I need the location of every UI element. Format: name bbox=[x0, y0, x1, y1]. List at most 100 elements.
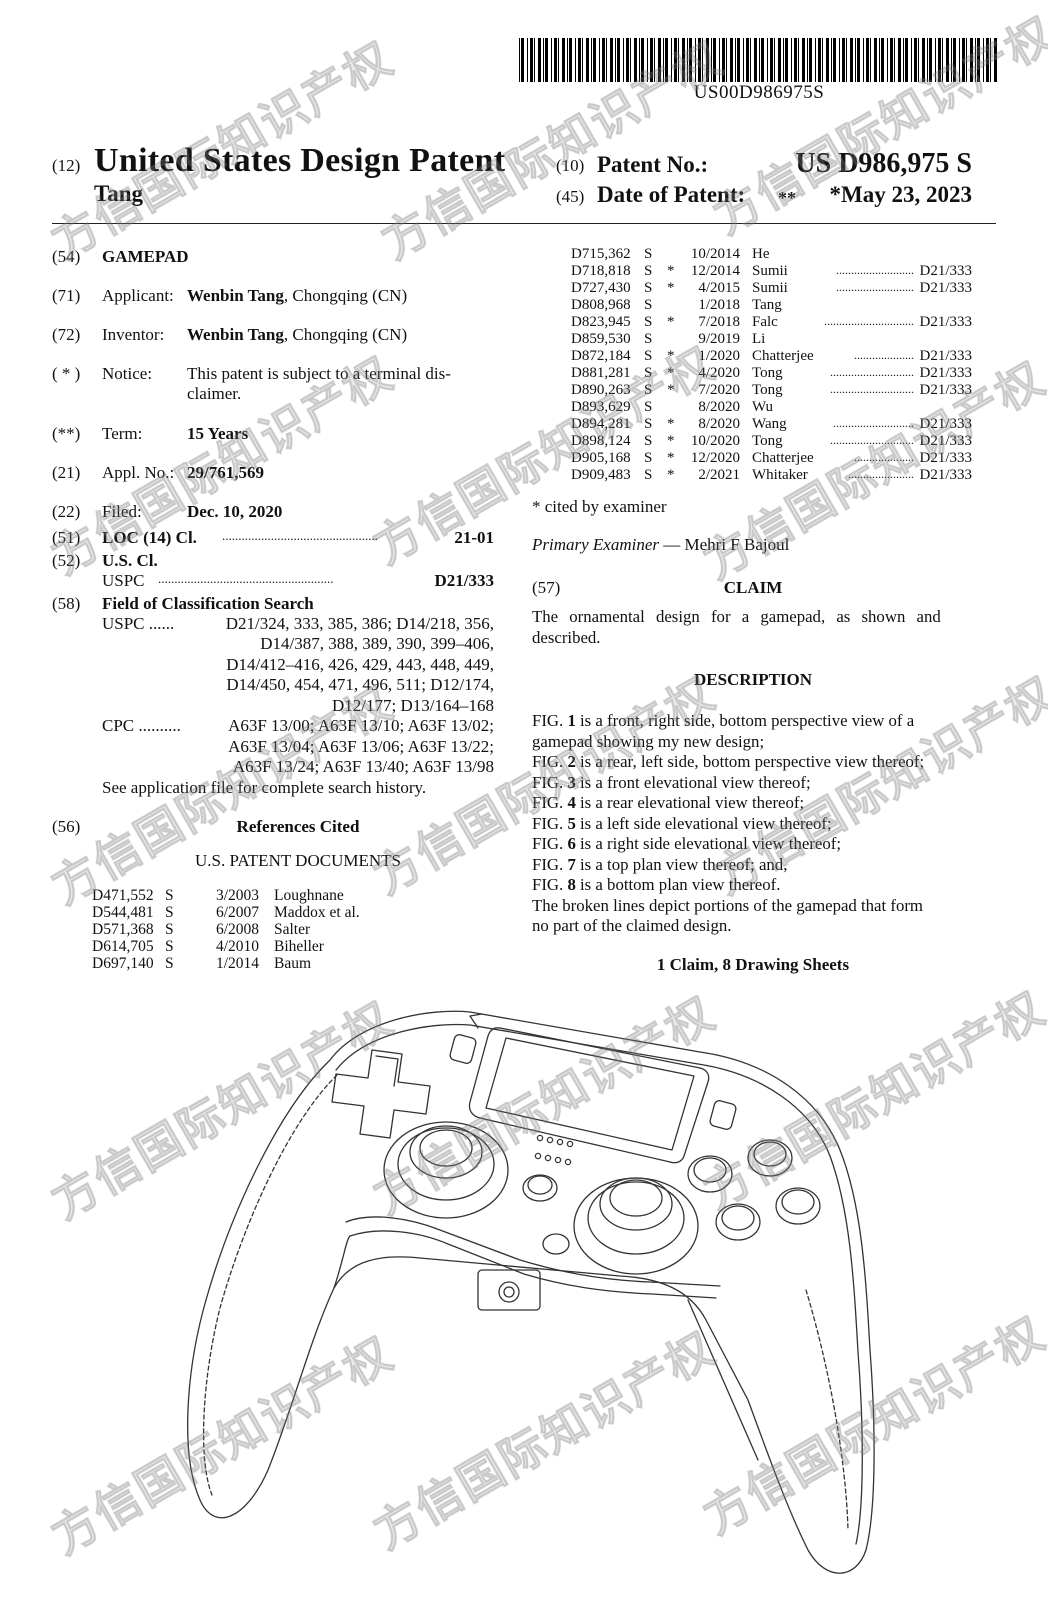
code-58: (58) bbox=[52, 594, 81, 613]
ref-kind: S bbox=[644, 314, 653, 330]
fig-text: no part of the claimed design. bbox=[532, 916, 732, 935]
code-71: (71) bbox=[52, 286, 81, 305]
code-52: (52) bbox=[52, 551, 81, 570]
barcode-bar bbox=[730, 38, 733, 82]
barcode-bar bbox=[815, 38, 816, 82]
ref-class: D21/333 bbox=[919, 382, 973, 398]
ref-leader: .................... bbox=[854, 348, 914, 362]
barcode-bar bbox=[785, 38, 788, 82]
barcode-bar bbox=[519, 38, 520, 82]
description-line: FIG. 6 is a right side elevational view … bbox=[532, 834, 841, 854]
ref-kind: S bbox=[644, 433, 653, 449]
ref-kind: S bbox=[644, 399, 653, 415]
ref-number: D471,552 bbox=[92, 887, 154, 904]
ref-date: 10/2020 bbox=[690, 433, 740, 449]
barcode-bar bbox=[567, 38, 568, 82]
barcode-bar bbox=[770, 38, 773, 82]
loc-leader: ........................................… bbox=[222, 528, 378, 543]
barcode-bar bbox=[602, 38, 605, 82]
document-title: United States Design Patent bbox=[94, 142, 506, 179]
barcode-bar bbox=[558, 38, 559, 82]
barcode-bar bbox=[842, 38, 845, 82]
fig-text: is a front, right side, bottom perspecti… bbox=[575, 711, 915, 730]
ref-class: D21/333 bbox=[919, 433, 973, 449]
ref-number: D881,281 bbox=[571, 365, 631, 381]
inventor-name: Wenbin Tang bbox=[187, 325, 284, 344]
barcode-bar bbox=[846, 38, 847, 82]
barcode-bar bbox=[927, 38, 928, 82]
barcode-bar bbox=[698, 38, 701, 82]
cpc-line-1: A63F 13/00; A63F 13/10; A63F 13/02; bbox=[228, 716, 494, 735]
patent-date: *May 23, 2023 bbox=[829, 182, 972, 207]
barcode-bar bbox=[791, 38, 792, 82]
header-rule bbox=[52, 223, 996, 224]
barcode-bar bbox=[689, 38, 692, 82]
patent-no-label: Patent No.: bbox=[597, 152, 709, 177]
ref-kind: S bbox=[644, 297, 653, 313]
barcode-bar bbox=[870, 38, 871, 82]
barcode-bar bbox=[970, 38, 973, 82]
code-56: (56) bbox=[52, 817, 81, 836]
barcode-bar bbox=[977, 38, 980, 82]
loc-label: LOC (14) Cl. bbox=[102, 528, 197, 547]
fig-prefix: FIG. bbox=[532, 711, 568, 730]
ref-class: D21/333 bbox=[919, 416, 973, 432]
ref-number: D859,530 bbox=[571, 331, 631, 347]
ref-date: 6/2008 bbox=[216, 921, 260, 938]
barcode-bar bbox=[634, 38, 637, 82]
barcode-bar bbox=[798, 38, 799, 82]
ref-kind: S bbox=[644, 263, 653, 279]
ref-date: 10/2014 bbox=[690, 246, 740, 262]
barcode-bar bbox=[983, 38, 984, 82]
ref-examiner-star: * bbox=[667, 416, 675, 432]
fig-text: is a rear, left side, bottom perspective… bbox=[575, 752, 925, 771]
barcode bbox=[519, 38, 997, 82]
barcode-bar bbox=[639, 38, 640, 82]
references-heading: References Cited bbox=[236, 817, 360, 836]
barcode-bar bbox=[578, 38, 581, 82]
barcode-bar bbox=[807, 38, 808, 82]
barcode-bar bbox=[674, 38, 677, 82]
description-line: FIG. 4 is a rear elevational view thereo… bbox=[532, 793, 804, 813]
barcode-bar bbox=[591, 38, 592, 82]
barcode-bar bbox=[617, 38, 620, 82]
fig-text: is a right side elevational view thereof… bbox=[575, 834, 841, 853]
barcode-bar bbox=[623, 38, 624, 82]
barcode-bar bbox=[711, 38, 712, 82]
description-line: The broken lines depict portions of the … bbox=[532, 896, 923, 916]
code-45: (45) bbox=[556, 187, 585, 206]
barcode-bar bbox=[887, 38, 888, 82]
ref-name: Chatterjee bbox=[752, 348, 814, 364]
description-line: FIG. 5 is a left side elevational view t… bbox=[532, 814, 832, 834]
barcode-bar bbox=[615, 38, 616, 82]
barcode-bar bbox=[554, 38, 557, 82]
fig-text: is a rear elevational view thereof; bbox=[575, 793, 805, 812]
inventor-short: Tang bbox=[94, 181, 144, 206]
barcode-bar bbox=[794, 38, 797, 82]
ref-number: D894,281 bbox=[571, 416, 631, 432]
ref-date: 2/2021 bbox=[698, 467, 740, 483]
ref-leader: ...................... bbox=[848, 467, 914, 481]
cited-note: * cited by examiner bbox=[532, 497, 667, 516]
fig-number: 4 bbox=[567, 793, 576, 812]
ref-class: D21/333 bbox=[919, 314, 973, 330]
barcode-bar bbox=[610, 38, 613, 82]
barcode-bar bbox=[647, 38, 648, 82]
ref-number: D718,818 bbox=[571, 263, 631, 279]
barcode-bar bbox=[538, 38, 541, 82]
ref-kind: S bbox=[644, 331, 653, 347]
fig-prefix: FIG. bbox=[532, 772, 568, 792]
barcode-bar bbox=[942, 38, 943, 82]
barcode-bar bbox=[682, 38, 685, 82]
barcode-bar bbox=[626, 38, 629, 82]
barcode-bar bbox=[994, 38, 997, 82]
barcode-bar bbox=[527, 38, 528, 82]
ref-name: Sumii bbox=[752, 263, 788, 279]
barcode-bar bbox=[903, 38, 904, 82]
cpc-line-3: A63F 13/24; A63F 13/40; A63F 13/98 bbox=[232, 757, 494, 776]
barcode-bar bbox=[545, 38, 548, 82]
ref-date: 4/2015 bbox=[698, 280, 740, 296]
ref-class: D21/333 bbox=[919, 263, 973, 279]
barcode-bar bbox=[665, 38, 668, 82]
applicant-location: , Chongqing (CN) bbox=[283, 286, 408, 305]
